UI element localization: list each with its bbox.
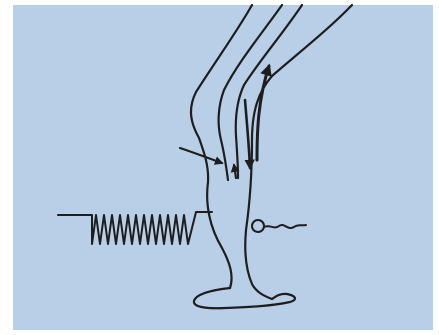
panel (13, 5, 433, 330)
